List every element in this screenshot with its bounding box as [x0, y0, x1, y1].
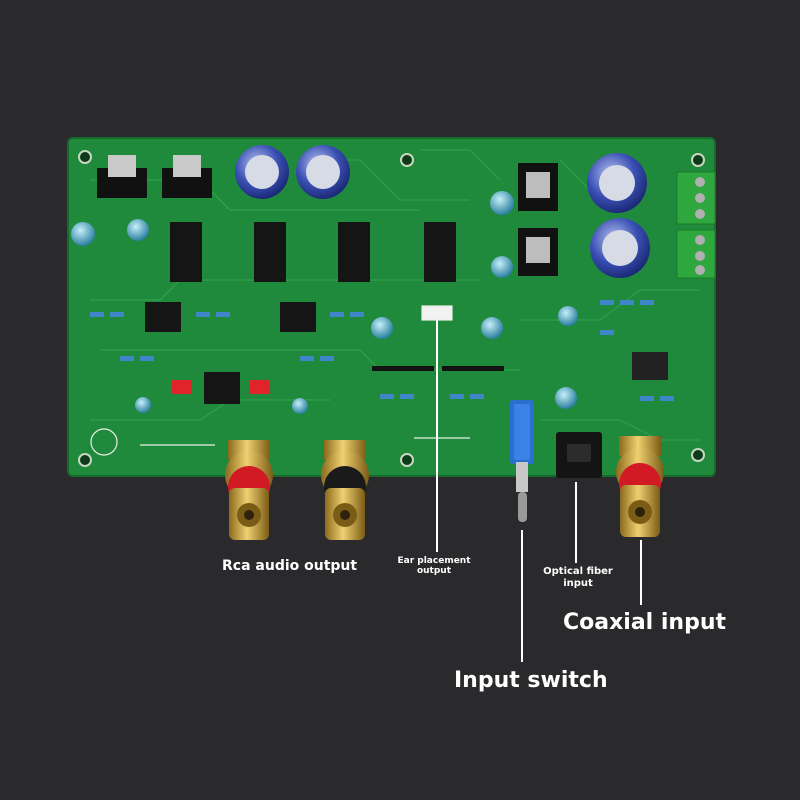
optical-line1: Optical fiber — [543, 566, 613, 577]
mounting-holes — [78, 150, 705, 467]
ic-chips — [145, 222, 668, 404]
ear-placement-line1: Ear placement — [397, 556, 471, 566]
optical-fiber-input-label: Optical fiber input — [536, 566, 620, 589]
optical-receiver — [556, 432, 602, 478]
ear-placement-output-label: Ear placement output — [388, 556, 480, 577]
input-switch-label: Input switch — [454, 668, 608, 693]
terminal-blocks — [676, 171, 716, 279]
voltage-regulators — [97, 155, 558, 276]
large-capacitors — [235, 145, 650, 278]
rca-audio-output-label: Rca audio output — [222, 558, 358, 574]
optical-line2: input — [563, 577, 593, 589]
pin-headers — [372, 366, 504, 371]
toggle-switch — [510, 400, 534, 522]
rca-jack-left — [225, 440, 273, 540]
rca-jack-right — [321, 440, 369, 540]
small-capacitors — [71, 191, 578, 414]
film-capacitors — [172, 380, 270, 394]
rca-jack-coaxial — [616, 436, 664, 537]
coaxial-input-label: Coaxial input — [563, 610, 727, 635]
resistors — [90, 300, 674, 401]
ear-placement-line2: output — [416, 566, 452, 577]
callout-lines — [436, 320, 642, 662]
